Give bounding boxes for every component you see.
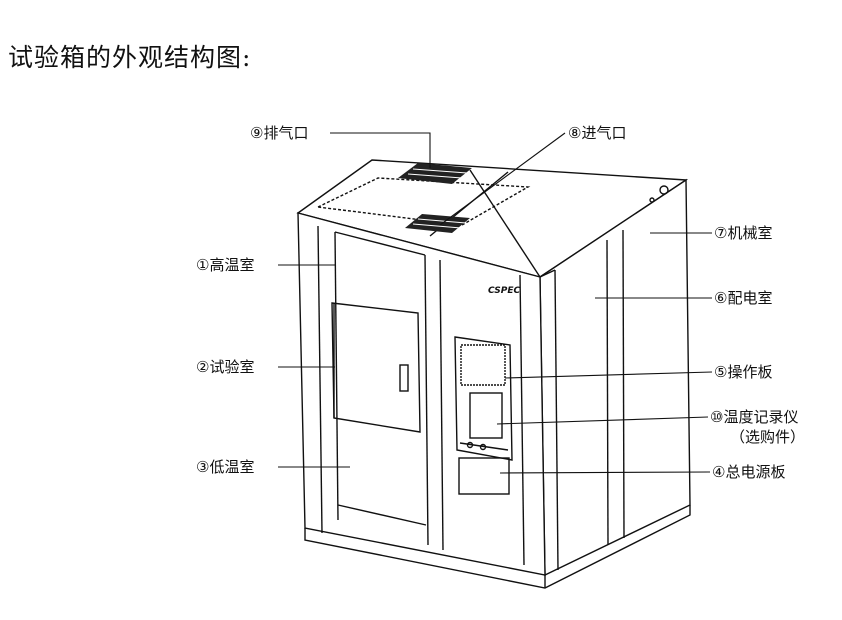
temperature-recorder: [469, 392, 503, 439]
label-intake: ⑧进气口: [568, 124, 626, 142]
label-machine-room: ⑦机械室: [714, 224, 772, 242]
label-low-temp: ③低温室: [196, 458, 254, 476]
door-handle: [399, 364, 409, 392]
label-main-power: ④总电源板: [712, 463, 785, 481]
label-recorder-note: （选购件）: [730, 428, 805, 446]
label-distribution: ⑥配电室: [714, 289, 772, 307]
intake-vent: [405, 214, 470, 233]
exhaust-vent: [398, 163, 472, 184]
brand-logo: CSPEC: [488, 286, 521, 296]
label-control-panel: ⑤操作板: [714, 363, 772, 381]
page-title: 试验箱的外观结构图:: [8, 43, 252, 72]
label-high-temp: ①高温室: [196, 256, 254, 274]
label-test-room: ②试验室: [196, 358, 254, 376]
top-panel: [315, 177, 531, 226]
label-exhaust: ⑨排气口: [250, 124, 308, 142]
operation-panel: [454, 336, 513, 461]
main-power-panel: [458, 457, 510, 495]
label-recorder: ⑩温度记录仪: [710, 408, 798, 426]
